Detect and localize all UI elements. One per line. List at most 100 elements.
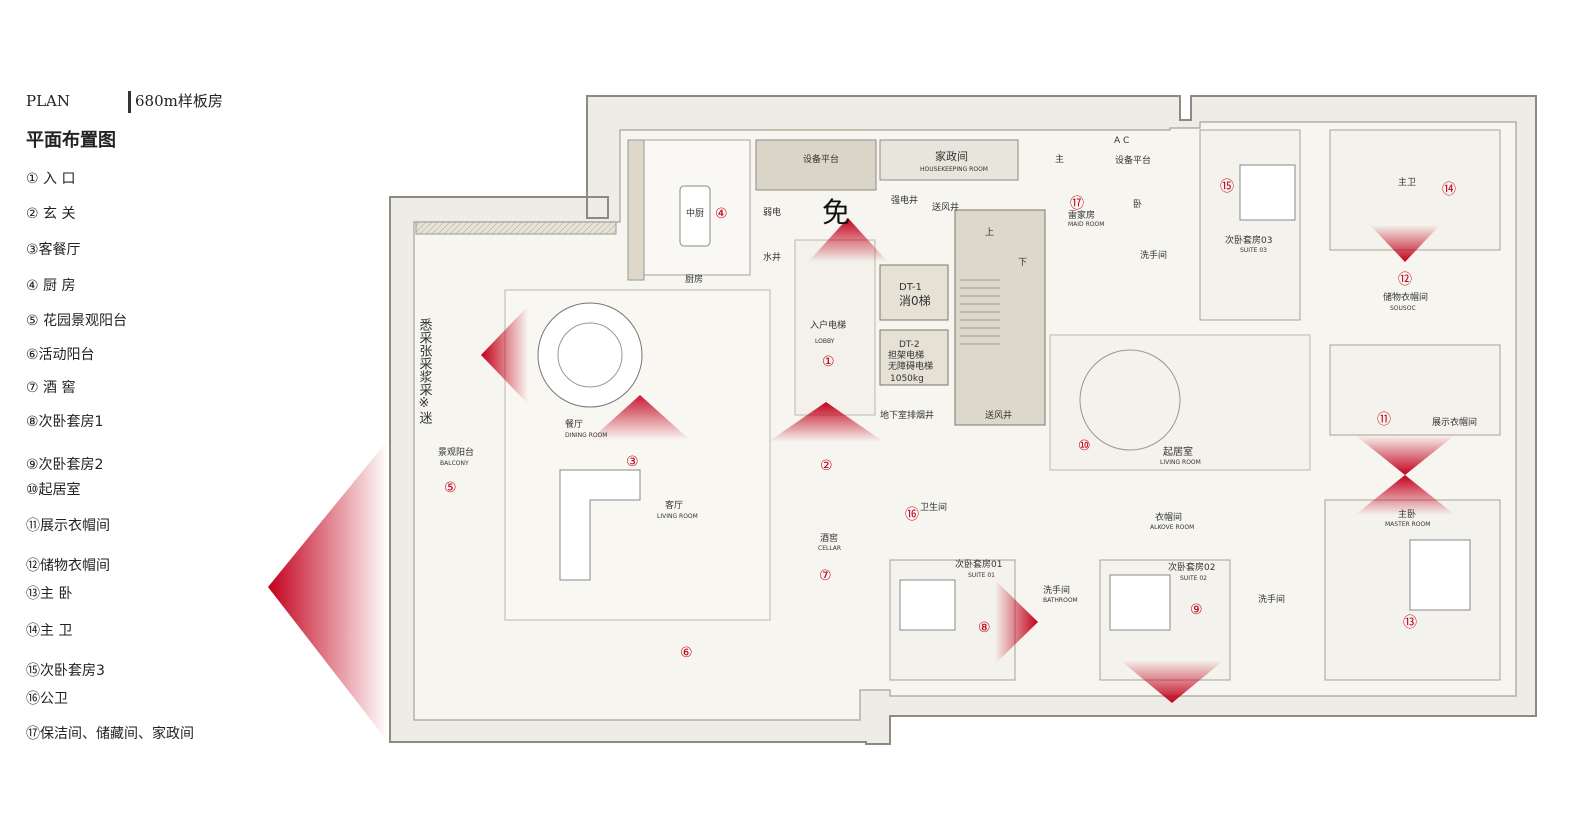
view-cone xyxy=(995,580,1038,664)
legend-item: ③客餐厅 xyxy=(26,242,81,258)
plan-label: PLAN xyxy=(26,92,71,110)
label-living-en: LIVING ROOM xyxy=(657,513,698,520)
label-cellar-en: CELLAR xyxy=(818,545,841,552)
label-kitchen: 厨房 xyxy=(685,273,703,285)
label-suite2-en: SUITE 02 xyxy=(1180,575,1207,582)
marker-17: ⑰ xyxy=(1070,196,1084,212)
label-equip1: 设备平台 xyxy=(803,153,839,165)
label-master-bath: 主卫 xyxy=(1398,176,1416,188)
suite3-bed xyxy=(1239,164,1296,221)
kitchen-counter xyxy=(627,139,645,281)
marker-9: ⑨ xyxy=(1190,602,1203,618)
legend-item: ⑰保洁间、储藏间、家政间 xyxy=(26,726,194,742)
label-zhu: 主 xyxy=(1055,153,1064,165)
label-lift2b: 无障碍电梯 xyxy=(888,360,933,372)
plan-area: 680m样板房 xyxy=(135,92,223,110)
legend-item: ⑫储物衣帽间 xyxy=(26,558,110,574)
label-ac: A C xyxy=(1114,136,1129,146)
label-exempt: 免 xyxy=(822,196,850,229)
label-strong: 强电井 xyxy=(891,194,918,206)
view-cone xyxy=(481,306,528,404)
marker-3: ③ xyxy=(626,454,639,470)
marker-13: ⑬ xyxy=(1403,615,1417,631)
label-public-wc: 卫生间 xyxy=(920,501,947,513)
label-display: 展示衣帽间 xyxy=(1432,416,1477,428)
legend-item: ② 玄 关 xyxy=(26,206,76,222)
label-fire-lift: 消0梯 xyxy=(899,294,931,308)
label-bathroom: BATHROOM xyxy=(1043,597,1078,604)
label-master-en: MASTER ROOM xyxy=(1385,521,1430,528)
legend-item: ⑭主 卫 xyxy=(26,623,73,639)
marker-1: ① xyxy=(822,354,835,370)
service-core xyxy=(755,139,877,191)
label-load: 1050kg xyxy=(890,374,924,384)
label-suite3: 次卧套房03 xyxy=(1225,234,1272,246)
view-cone xyxy=(1355,475,1455,515)
label-suite1-en: SUITE 01 xyxy=(968,572,995,579)
dining-table-center xyxy=(557,322,623,388)
dining-table xyxy=(537,302,643,408)
label-air: 送风井 xyxy=(985,409,1012,421)
label-maid: 雷家房 xyxy=(1068,209,1095,221)
view-cone xyxy=(590,395,690,440)
label-weak: 弱电 xyxy=(763,206,781,218)
vertical-balcony-text: 悉采张采浆采※迷 xyxy=(417,318,433,425)
marker-2: ② xyxy=(820,458,833,474)
label-bath-label: 卧 xyxy=(1133,198,1142,210)
label-wash1: 洗手间 xyxy=(1140,249,1167,261)
label-dt1: DT-1 xyxy=(899,282,922,293)
legend-item: ⑩起居室 xyxy=(26,482,81,498)
label-dt2: DT-2 xyxy=(899,340,920,350)
legend-item: ④ 厨 房 xyxy=(26,278,76,294)
marker-15: ⑮ xyxy=(1220,179,1234,195)
plan-subtitle: 平面布置图 xyxy=(26,130,116,151)
legend-item: ⑯公卫 xyxy=(26,691,68,707)
label-housekeeping-en: HOUSEKEEPING ROOM xyxy=(920,166,988,173)
sofa xyxy=(559,469,641,581)
legend-item: ⑮次卧套房3 xyxy=(26,663,105,679)
legend-item: ⑨次卧套房2 xyxy=(26,457,104,473)
stair-core xyxy=(954,209,1046,426)
label-kitchen-cn: 中厨 xyxy=(686,207,704,219)
stair-treads xyxy=(960,279,1000,345)
view-cone xyxy=(1355,435,1455,475)
view-cone xyxy=(1370,225,1440,262)
marker-16: ⑯ xyxy=(905,507,919,523)
label-lounge: 起居室 xyxy=(1163,445,1193,458)
marker-6: ⑥ xyxy=(680,645,693,661)
view-cone xyxy=(1120,660,1224,703)
label-cloak-en: ALKOVE ROOM xyxy=(1150,524,1194,531)
marker-5: ⑤ xyxy=(444,480,457,496)
label-equip2: 设备平台 xyxy=(1115,154,1151,166)
legend-item: ⑦ 酒 窖 xyxy=(26,380,76,396)
label-storage-en: SOUSOC xyxy=(1390,305,1416,312)
label-cloak: 衣帽间 xyxy=(1155,511,1182,523)
label-living: 客厅 xyxy=(665,499,683,511)
label-balcony-en: BALCONY xyxy=(440,460,469,467)
label-lift2: 担架电梯 xyxy=(888,349,924,361)
label-lobby: 入户电梯 xyxy=(810,319,846,331)
label-fresh-air: 送风井 xyxy=(932,201,959,213)
legend-item: ⑧次卧套房1 xyxy=(26,414,104,430)
label-shang: 上 xyxy=(985,227,994,238)
label-basement: 地下室排烟井 xyxy=(880,409,934,421)
legend-item: ⑪展示衣帽间 xyxy=(26,518,110,534)
marker-8: ⑧ xyxy=(978,620,991,636)
label-master: 主卧 xyxy=(1398,508,1416,520)
view-cone xyxy=(768,402,884,442)
label-lobby-en: LOBBY xyxy=(815,338,835,345)
label-dining: 餐厅 xyxy=(565,418,583,430)
master-bed xyxy=(1409,539,1471,611)
balcony-rail xyxy=(415,221,617,235)
legend-item: ① 入 口 xyxy=(26,171,76,187)
view-cone xyxy=(808,218,888,262)
display-cloak-room xyxy=(1329,344,1501,436)
marker-4: ④ xyxy=(715,206,728,222)
suite3-room xyxy=(1199,129,1301,321)
legend-item: ⑥活动阳台 xyxy=(26,347,95,363)
marker-10: ⑩ xyxy=(1078,438,1091,454)
label-suite2: 次卧套房02 xyxy=(1168,561,1215,573)
label-maid-en: MAID ROOM xyxy=(1068,221,1104,228)
title-divider xyxy=(128,91,132,113)
